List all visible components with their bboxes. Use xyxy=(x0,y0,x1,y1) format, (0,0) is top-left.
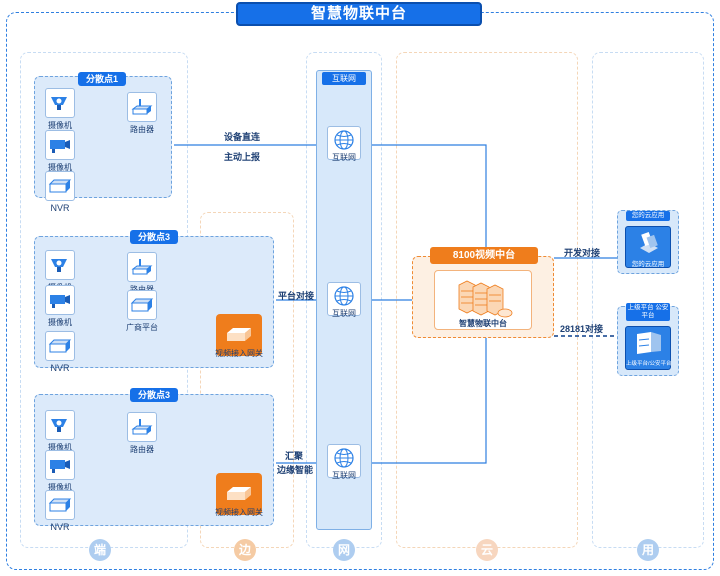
camera-icon xyxy=(51,419,67,432)
internet-column-title: 互联网 xyxy=(322,72,366,85)
camera-node[interactable]: 摄像机 xyxy=(45,130,75,172)
internet-node[interactable] xyxy=(327,282,361,316)
nvr-icon xyxy=(48,339,72,353)
column-label-endpoint: 端 xyxy=(89,539,111,561)
edge-label-edge-intelligence: 边缘智能 xyxy=(277,465,314,475)
column-label-cloud: 云 xyxy=(476,539,498,561)
gateway-label: 视频接入网关 xyxy=(215,508,263,517)
site-group-label: 分散点1 xyxy=(78,72,126,86)
site-group-label: 分散点3 xyxy=(130,230,178,244)
gateway-node[interactable] xyxy=(216,314,262,356)
internet-node-label: 互联网 xyxy=(332,153,356,162)
router-node[interactable]: 路由器 xyxy=(127,412,157,454)
cloud-app-icon xyxy=(640,231,658,253)
nvr-icon xyxy=(130,298,154,312)
vendor-platform-node[interactable]: 广商平台 xyxy=(126,290,158,332)
column-label-application: 用 xyxy=(637,539,659,561)
nvr-icon xyxy=(48,179,72,193)
camera-icon xyxy=(51,259,67,272)
globe-icon xyxy=(334,286,354,306)
camera-icon xyxy=(51,97,67,110)
camera-node[interactable]: 摄像机 xyxy=(45,88,75,130)
globe-icon xyxy=(334,448,354,468)
column-label-network: 网 xyxy=(333,539,355,561)
router-icon xyxy=(131,259,153,275)
router-node[interactable]: 路由器 xyxy=(127,92,157,134)
camera-node[interactable]: 摄像机 xyxy=(45,250,75,292)
cloud-app-tag: 您的云应用 xyxy=(626,211,670,221)
internet-node[interactable] xyxy=(327,126,361,160)
camera-icon xyxy=(50,295,70,308)
cloud-app-icon-box: 您的云应用 xyxy=(625,226,671,268)
camera-node[interactable]: 摄像机 xyxy=(45,450,75,492)
police-platform-icon xyxy=(637,332,661,354)
platform-label: 智慧物联中台 xyxy=(459,319,507,328)
edge-label-platform-dock: 平台对接 xyxy=(278,291,315,301)
nvr-node[interactable]: NVR xyxy=(45,490,75,532)
column-label-edge: 边 xyxy=(234,539,256,561)
gateway-label: 视频接入网关 xyxy=(215,349,263,358)
site-group-label: 分散点3 xyxy=(130,388,178,402)
edge-label-active-report: 主动上报 xyxy=(224,152,261,162)
edge-label-direct-connect: 设备直连 xyxy=(224,132,261,142)
internet-node-label: 互联网 xyxy=(332,309,356,318)
superior-platform-icon-box: 上级平台/公安平台 xyxy=(625,326,672,370)
nvr-icon xyxy=(48,498,72,512)
router-node[interactable]: 路由器 xyxy=(127,252,157,294)
router-icon xyxy=(131,419,153,435)
internet-node-label: 互联网 xyxy=(332,471,356,480)
camera-node[interactable]: 摄像机 xyxy=(45,285,75,327)
server-icon xyxy=(458,280,513,318)
gateway-icon xyxy=(227,487,251,500)
edge-label-open-dock: 开发对接 xyxy=(564,248,601,258)
internet-node[interactable] xyxy=(327,444,361,478)
globe-icon xyxy=(334,130,354,150)
gateway-node[interactable] xyxy=(216,473,262,515)
edge-label-gather: 汇聚 xyxy=(285,451,304,461)
video-platform-title: 8100视频中台 xyxy=(430,247,538,264)
edge-label-gb28181: 28181对接 xyxy=(560,324,604,334)
camera-node[interactable]: 摄像机 xyxy=(45,410,75,452)
nvr-node[interactable]: NVR xyxy=(45,331,75,373)
diagram-title: 智慧物联中台 xyxy=(236,2,482,26)
camera-icon xyxy=(50,140,70,153)
router-icon xyxy=(131,99,153,115)
platform-server-panel xyxy=(434,270,532,330)
nvr-node[interactable]: NVR xyxy=(45,171,75,213)
gateway-icon xyxy=(227,328,251,341)
camera-icon xyxy=(50,460,70,473)
superior-platform-tag: 上级平台 公安平台 xyxy=(626,303,670,321)
